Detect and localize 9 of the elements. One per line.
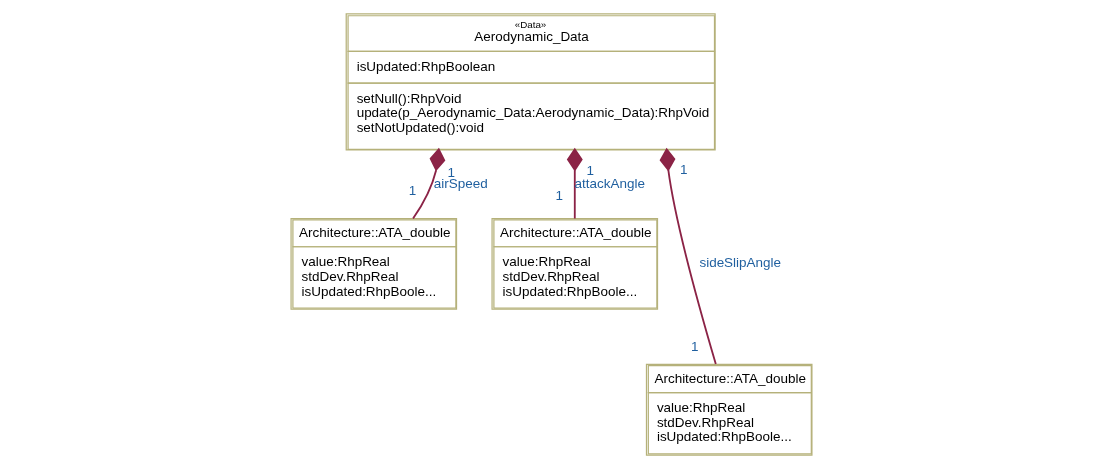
- label: 1: [586, 162, 594, 178]
- label: 1: [680, 161, 688, 177]
- label: 1: [408, 182, 417, 198]
- label: 1: [691, 338, 699, 354]
- edge-label: sideSlipAngle: [699, 254, 782, 270]
- connector: [566, 147, 583, 219]
- connector: [412, 147, 446, 219]
- connector: [659, 147, 717, 365]
- label: 1: [555, 187, 564, 203]
